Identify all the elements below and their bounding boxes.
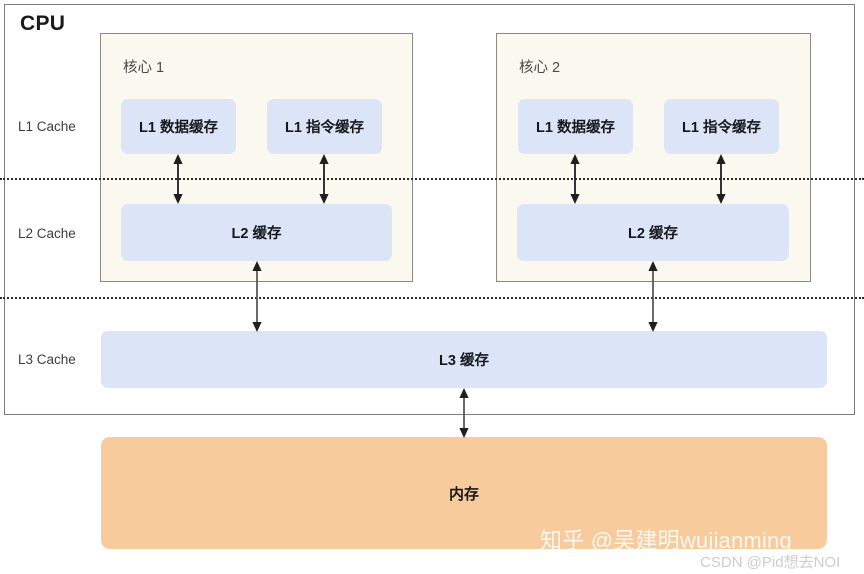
l3-cache-block: L3 缓存 — [101, 331, 827, 388]
core-1-l1-instruction-cache: L1 指令缓存 — [267, 99, 382, 154]
memory-block: 内存 — [101, 437, 827, 549]
core-2-l1-instruction-cache: L1 指令缓存 — [664, 99, 779, 154]
arrow-core2-l2-to-l3 — [646, 260, 660, 333]
core-2-title: 核心 2 — [519, 60, 561, 76]
core-1-l2-cache: L2 缓存 — [121, 204, 392, 261]
csdn-watermark: CSDN @Pid想去NOI — [700, 554, 841, 571]
row-label-l2-cache: L2 Cache — [18, 226, 76, 241]
zhihu-watermark: 知乎 @吴建明wujianming — [540, 528, 792, 553]
arrow-core1-l1d-to-l2 — [171, 153, 185, 205]
arrow-core2-l1d-to-l2 — [568, 153, 582, 205]
arrow-core1-l2-to-l3 — [250, 260, 264, 333]
row-label-l1-cache: L1 Cache — [18, 119, 76, 134]
arrow-core1-l1i-to-l2 — [317, 153, 331, 205]
row-label-l3-cache: L3 Cache — [18, 352, 76, 367]
core-2-l2-cache: L2 缓存 — [517, 204, 789, 261]
separator-l2-l3 — [0, 297, 864, 299]
core-1-l1-data-cache: L1 数据缓存 — [121, 99, 236, 154]
core-1-title: 核心 1 — [123, 60, 165, 76]
core-2-l1-data-cache: L1 数据缓存 — [518, 99, 633, 154]
arrow-l3-to-memory — [457, 387, 471, 439]
separator-l1-l2 — [0, 178, 864, 180]
cpu-title: CPU — [20, 12, 66, 35]
arrow-core2-l1i-to-l2 — [714, 153, 728, 205]
